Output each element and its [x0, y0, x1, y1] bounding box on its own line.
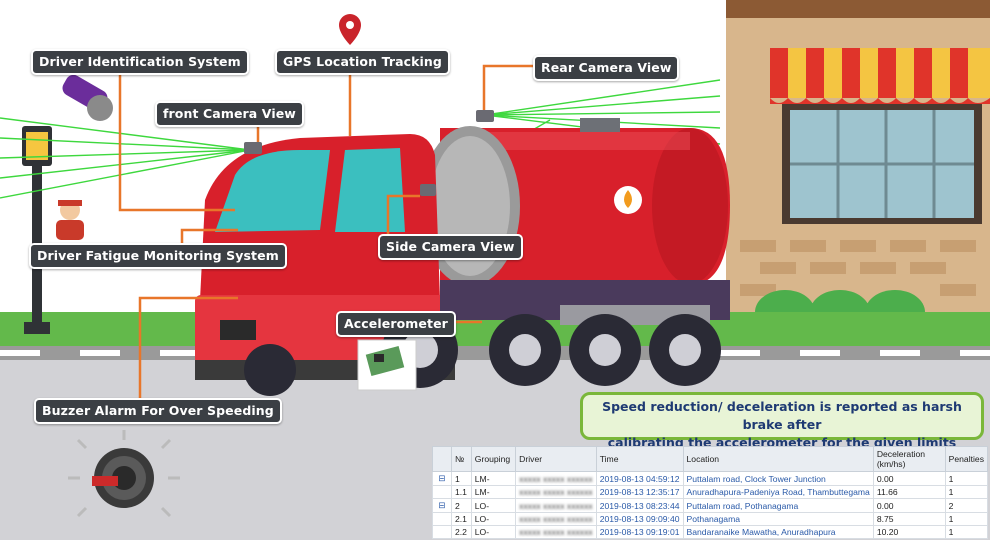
row-time[interactable]: 2019-08-13 09:19:01 [595, 525, 684, 539]
row-driver: xxxxx xxxxx xxxxxx [515, 525, 597, 539]
column-header-grouping[interactable]: Grouping [470, 446, 517, 472]
column-header-driver[interactable]: Driver [515, 446, 597, 472]
row-penalties: 1 [944, 485, 989, 499]
row-number: 1.1 [450, 485, 472, 499]
harsh-brake-note: Speed reduction/ deceleration is reporte… [580, 392, 984, 468]
row-deceleration: 8.75 [872, 512, 946, 526]
row-deceleration: 0.00 [872, 498, 946, 513]
row-grouping: LO- [470, 525, 517, 539]
row-grouping: LM- [470, 485, 517, 499]
row-deceleration: 10.20 [872, 525, 946, 539]
column-header-deceleration[interactable]: Deceleration (km/hs) [872, 446, 946, 472]
shop-building [726, 0, 990, 350]
table-row[interactable]: 2.1 LO- xxxxx xxxxx xxxxxx 2019-08-13 09… [432, 512, 989, 526]
row-number: 2.2 [450, 525, 472, 539]
table-row[interactable]: 1.1 LM- xxxxx xxxxx xxxxxx 2019-08-13 12… [432, 485, 989, 499]
row-number: 2 [450, 498, 472, 513]
table-header-row: № Grouping Driver Time Location Decelera… [432, 446, 989, 472]
driver-figure-icon [56, 200, 84, 240]
row-driver: xxxxx xxxxx xxxxxx [515, 471, 597, 486]
buzzer-icon [68, 430, 180, 518]
row-location[interactable]: Puttalam road, Pothanagama [682, 498, 874, 513]
key-fob-icon [62, 74, 113, 121]
map-pin-icon [339, 14, 361, 45]
row-number: 2.1 [450, 512, 472, 526]
row-penalties: 2 [944, 498, 989, 513]
table-row[interactable]: 2.2 LO- xxxxx xxxxx xxxxxx 2019-08-13 09… [432, 525, 989, 539]
front-camera-label: front Camera View [155, 101, 304, 127]
column-header-penalties[interactable]: Penalties [944, 446, 989, 472]
row-location[interactable]: Bandaranaike Mawatha, Anuradhapura [682, 525, 874, 539]
column-header-expand [432, 446, 452, 472]
column-header-time[interactable]: Time [595, 446, 684, 472]
row-location[interactable]: Anuradhapura-Padeniya Road, Thambuttegam… [682, 485, 874, 499]
row-deceleration: 0.00 [872, 471, 946, 486]
accelerometer-board-image [357, 339, 417, 391]
expand-toggle-icon[interactable]: ⊟ [432, 498, 452, 513]
harsh-brake-note-line1: Speed reduction/ deceleration is reporte… [602, 399, 962, 432]
row-penalties: 1 [944, 512, 989, 526]
row-grouping: LO- [470, 512, 517, 526]
accelerometer-label: Accelerometer [336, 311, 456, 337]
row-location[interactable]: Pothanagama [682, 512, 874, 526]
camera-icons [244, 110, 494, 196]
column-header-location[interactable]: Location [682, 446, 874, 472]
gps-tracking-label: GPS Location Tracking [275, 49, 450, 75]
table-row[interactable]: ⊟ 1 LM- xxxxx xxxxx xxxxxx 2019-08-13 04… [432, 471, 989, 486]
row-grouping: LO- [470, 498, 517, 513]
column-header-number[interactable]: № [450, 446, 472, 472]
row-driver: xxxxx xxxxx xxxxxx [515, 512, 597, 526]
tree-branch-icon [432, 485, 452, 499]
driver-fatigue-label: Driver Fatigue Monitoring System [29, 243, 287, 269]
row-time[interactable]: 2019-08-13 09:09:40 [595, 512, 684, 526]
buzzer-alarm-label: Buzzer Alarm For Over Speeding [34, 398, 282, 424]
side-camera-label: Side Camera View [378, 234, 523, 260]
row-number: 1 [450, 471, 472, 486]
row-time[interactable]: 2019-08-13 08:23:44 [595, 498, 684, 513]
row-time[interactable]: 2019-08-13 04:59:12 [595, 471, 684, 486]
harsh-brake-report-table: № Grouping Driver Time Location Decelera… [432, 446, 989, 539]
row-driver: xxxxx xxxxx xxxxxx [515, 498, 597, 513]
tree-branch-icon [432, 512, 452, 526]
table-row[interactable]: ⊟ 2 LO- xxxxx xxxxx xxxxxx 2019-08-13 08… [432, 498, 989, 513]
rear-camera-label: Rear Camera View [533, 55, 680, 81]
driver-identification-label: Driver Identification System [31, 49, 249, 75]
row-grouping: LM- [470, 471, 517, 486]
row-driver: xxxxx xxxxx xxxxxx [515, 485, 597, 499]
tree-branch-icon [432, 525, 452, 539]
row-penalties: 1 [944, 471, 989, 486]
row-time[interactable]: 2019-08-13 12:35:17 [595, 485, 684, 499]
row-penalties: 1 [944, 525, 989, 539]
row-deceleration: 11.66 [872, 485, 946, 499]
expand-toggle-icon[interactable]: ⊟ [432, 471, 452, 486]
row-location[interactable]: Puttalam road, Clock Tower Junction [682, 471, 874, 486]
